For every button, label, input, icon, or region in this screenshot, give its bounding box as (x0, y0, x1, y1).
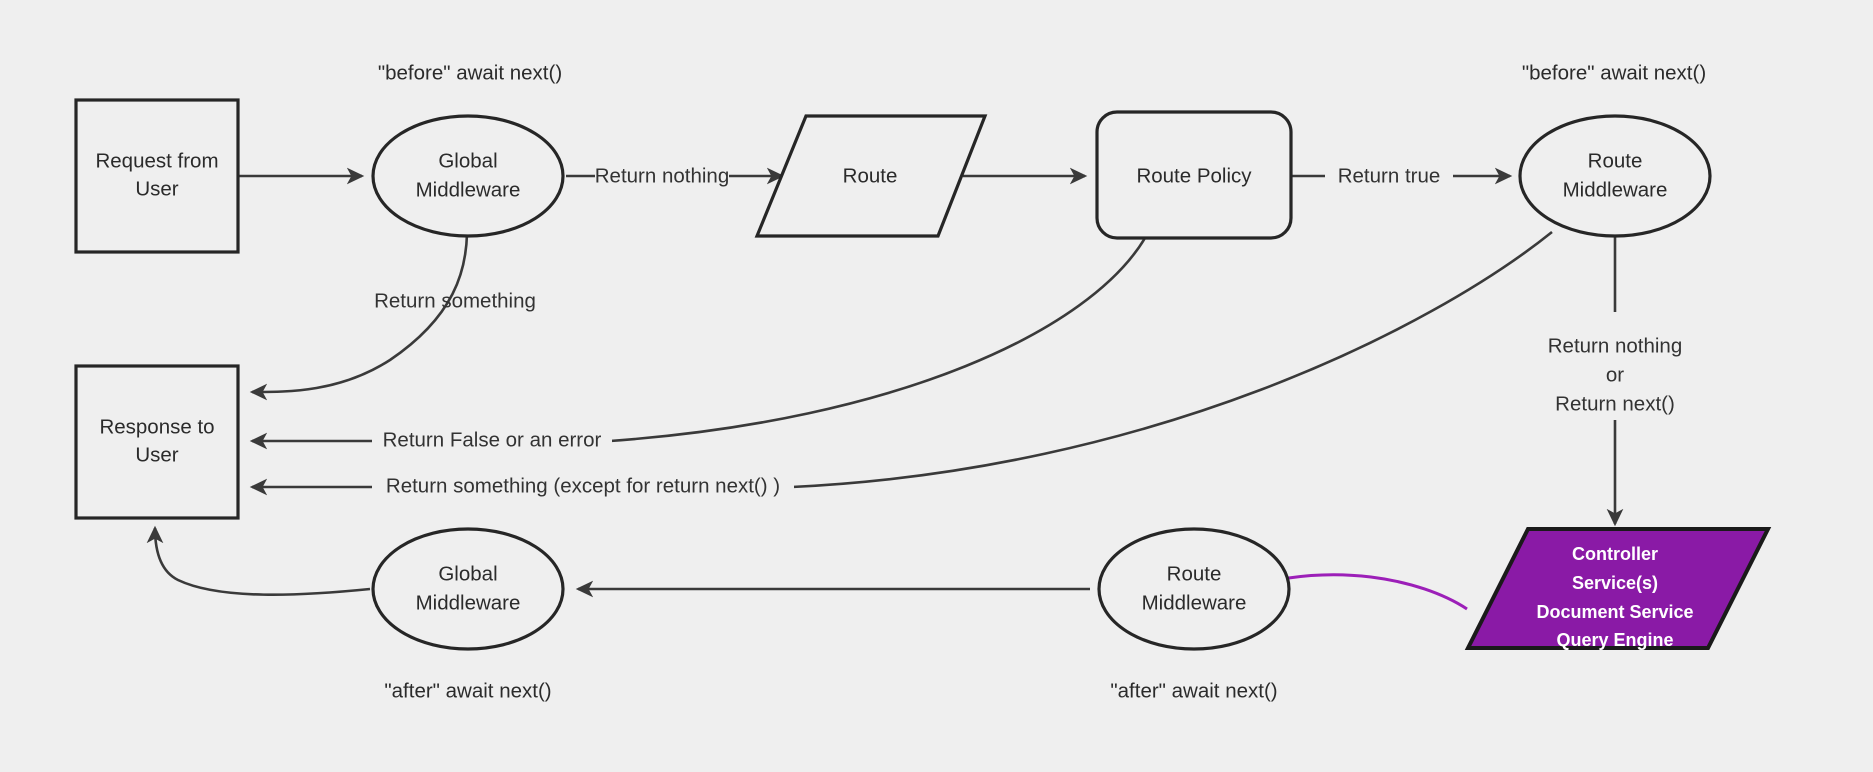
edge-label-return-false-group: Return False or an error (372, 428, 612, 454)
request-from-user-label-line2: User (135, 177, 178, 200)
route-middleware-before-label-line2: Middleware (1563, 178, 1668, 201)
node-global-middleware-before[interactable]: Global Middleware (371, 114, 565, 238)
annotation-before-await-next-global: "before" await next() (378, 61, 562, 84)
annotation-after-await-next-route: "after" await next() (1110, 679, 1277, 702)
node-global-middleware-after[interactable]: Global Middleware (371, 527, 565, 651)
controller-services-label-line2: Service(s) (1572, 573, 1658, 593)
response-to-user-box (74, 364, 240, 520)
global-middleware-after-label-line1: Global (438, 562, 497, 585)
edge-label-return-something-except-next: Return something (except for return next… (386, 474, 780, 497)
request-from-user-label-line1: Request from (95, 149, 218, 172)
edge-label-return-something-except-group: Return something (except for return next… (372, 474, 794, 500)
edge-label-return-nothing: Return nothing (595, 164, 729, 187)
node-route-middleware-after[interactable]: Route Middleware (1097, 527, 1291, 651)
edge-label-return-nothing-group: Return nothing (595, 164, 729, 188)
request-from-user-box (74, 98, 240, 254)
route-middleware-after-ellipse (1097, 527, 1291, 651)
controller-services-label-line3: Document Service (1536, 602, 1693, 622)
edge-label-return-nothing-or-next-line1: Return nothing (1548, 334, 1682, 357)
route-middleware-after-label-line1: Route (1167, 562, 1222, 585)
return-nothing-label-bg (595, 164, 729, 188)
response-to-user-label-line1: Response to (99, 415, 214, 438)
route-policy-box (1095, 110, 1293, 240)
node-response-to-user[interactable]: Response to User (74, 364, 240, 520)
edge-route-middleware-return-something-right (791, 230, 1553, 489)
node-route-middleware-before[interactable]: Route Middleware (1518, 114, 1712, 238)
return-nothing-or-next-label-bg (1530, 332, 1702, 420)
global-middleware-before-label-line2: Middleware (416, 178, 521, 201)
controller-services-label-line1: Controller (1572, 544, 1658, 564)
edge-global-middleware-after-to-response (146, 525, 371, 597)
edge-label-return-nothing-or-next-group: Return nothing or Return next() (1530, 332, 1702, 420)
global-middleware-after-ellipse (371, 527, 565, 651)
node-controller-services[interactable]: Controller Service(s) Document Service Q… (1464, 527, 1772, 650)
edge-label-return-true-group: Return true (1325, 164, 1453, 188)
edge-label-return-something-global: Return something (374, 289, 536, 312)
annotation-after-await-next-global: "after" await next() (384, 679, 551, 702)
edge-route-policy-return-false-right (609, 237, 1147, 443)
node-route[interactable]: Route (754, 114, 988, 238)
controller-services-label-line4: Query Engine (1556, 630, 1673, 650)
node-route-policy[interactable]: Route Policy (1095, 110, 1293, 240)
edge-global-middleware-return-something (249, 233, 469, 401)
global-middleware-after-label-line2: Middleware (416, 591, 521, 614)
edge-label-return-nothing-or-next-line3: Return next() (1555, 392, 1675, 415)
route-parallelogram (754, 114, 988, 238)
edge-label-return-true: Return true (1338, 164, 1441, 187)
route-middleware-after-label-line2: Middleware (1142, 591, 1247, 614)
route-middleware-before-ellipse (1518, 114, 1712, 238)
return-false-label-bg (372, 429, 612, 454)
route-policy-label: Route Policy (1136, 164, 1252, 187)
edge-label-return-nothing-or-next-line2: or (1606, 363, 1624, 386)
annotation-before-await-next-route: "before" await next() (1522, 61, 1706, 84)
node-request-from-user[interactable]: Request from User (74, 98, 240, 254)
route-label: Route (843, 164, 898, 187)
return-something-except-label-bg (372, 475, 794, 500)
controller-services-parallelogram (1464, 527, 1772, 650)
return-true-label-bg (1325, 164, 1453, 188)
route-middleware-before-label-line1: Route (1588, 149, 1643, 172)
edge-label-return-false-or-error: Return False or an error (383, 428, 602, 451)
global-middleware-before-label-line1: Global (438, 149, 497, 172)
global-middleware-before-ellipse (371, 114, 565, 238)
response-to-user-label-line2: User (135, 443, 178, 466)
